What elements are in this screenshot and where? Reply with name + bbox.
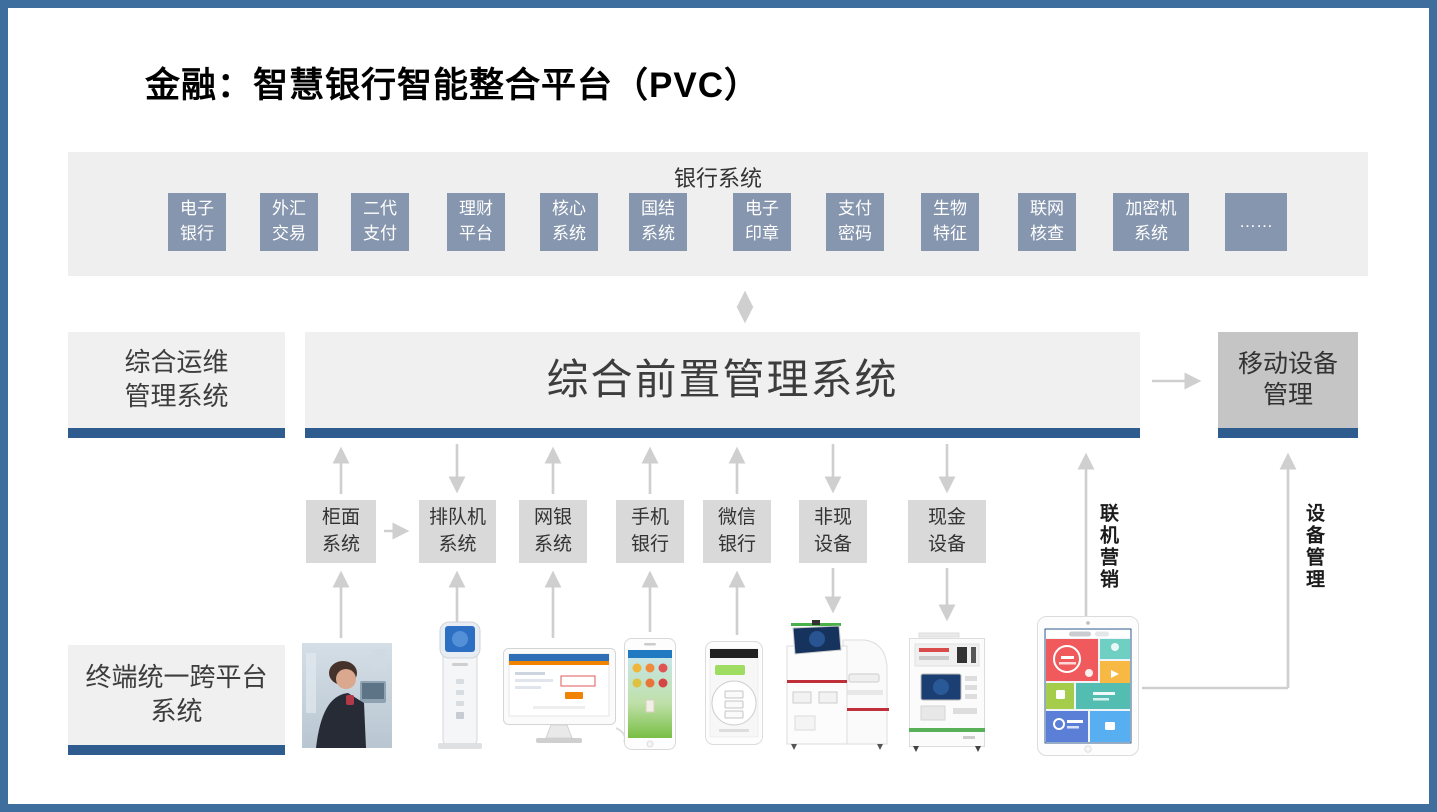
front-panel-bar (305, 428, 1140, 438)
wechat-bank-phone (703, 641, 765, 745)
bank-box-eseal: 电子 印章 (733, 193, 791, 251)
desktop-ebank (503, 648, 630, 748)
bank-box-payment2: 二代 支付 (351, 193, 409, 251)
terminal-platform-panel: 终端统一跨平台 系统 (68, 645, 285, 755)
marketing-tablet (1037, 616, 1139, 756)
front-management-panel: 综合前置管理系统 (305, 332, 1140, 438)
channel-wechat: 微信 银行 (703, 500, 771, 563)
online-marketing-label: 联机营销 (1097, 503, 1118, 591)
ops-panel-bar (68, 428, 285, 438)
mobile-device-label: 移动设备 管理 (1237, 349, 1338, 409)
bank-box-ebank: 电子 银行 (168, 193, 226, 251)
bank-box-more: …… (1225, 193, 1287, 251)
channel-queue: 排队机 系统 (419, 500, 496, 563)
mobile-panel-bar (1218, 428, 1358, 438)
bank-box-settlement: 国结 系统 (629, 193, 687, 251)
terminal-panel-bar (68, 745, 285, 755)
device-management-label: 设备管理 (1303, 503, 1324, 591)
channel-counter: 柜面 系统 (306, 500, 376, 563)
bank-box-netcheck: 联网 核查 (1018, 193, 1076, 251)
bank-box-forex: 外汇 交易 (260, 193, 318, 251)
bank-box-paypwd: 支付 密码 (826, 193, 884, 251)
channel-mobile: 手机 银行 (616, 500, 684, 563)
cash-device (905, 630, 989, 752)
terminal-platform-label: 终端统一跨平台 系统 (85, 662, 268, 726)
channel-noncash: 非现 设备 (799, 500, 867, 563)
page-title: 金融：智慧银行智能整合平台（PVC） (145, 66, 760, 105)
bank-box-core: 核心 系统 (540, 193, 598, 251)
bank-box-biometric: 生物 特征 (921, 193, 979, 251)
mobile-bank-phone (624, 638, 676, 750)
ops-management-panel: 综合运维 管理系统 (68, 332, 285, 438)
queue-kiosk (436, 617, 484, 750)
ops-management-label: 综合运维 管理系统 (124, 347, 229, 411)
bank-teller-photo (302, 643, 392, 748)
channel-cash: 现金 设备 (908, 500, 986, 563)
mobile-device-panel: 移动设备 管理 (1218, 332, 1358, 438)
channel-ebank: 网银 系统 (519, 500, 587, 563)
bank-box-hsm: 加密机 系统 (1113, 193, 1189, 251)
front-management-label: 综合前置管理系统 (546, 355, 899, 403)
bank-box-wealth: 理财 平台 (447, 193, 505, 251)
noncash-device (785, 620, 889, 750)
bank-band-title: 银行系统 (673, 166, 762, 191)
